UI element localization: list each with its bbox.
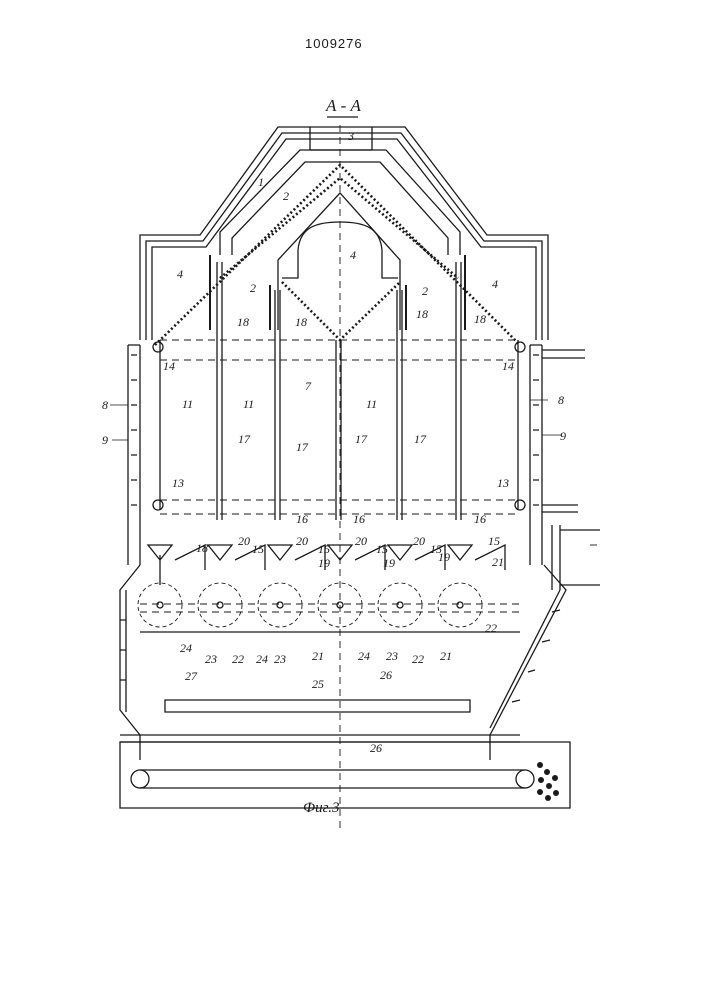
callout-label: 24 [358,649,370,663]
callout-label: 21 [440,649,452,663]
dashed-guides [140,125,600,830]
callout-label: 4 [492,277,498,291]
callout-label: 23 [386,649,398,663]
side-walls [160,340,518,510]
callout-label: 18 [474,312,486,326]
right-pipe-upper [542,350,585,358]
callout-label: 17 [414,432,427,446]
conveyor-belt [140,770,525,788]
callout-label: 9 [102,433,108,447]
callout-label: 26 [380,668,392,682]
callout-label: 11 [182,397,193,411]
callout-label: 18 [196,541,208,555]
callout-label: 19 [318,556,330,570]
hinge-13-left [153,342,163,352]
callout-label: 21 [492,555,504,569]
callout-label: 16 [296,512,308,526]
callout-label: 2 [283,189,289,203]
callout-label: 17 [296,440,309,454]
callout-label: 11 [243,397,254,411]
collected-granules [537,762,559,801]
callout-label: 17 [238,432,251,446]
callout-label: 25 [312,677,324,691]
callout-label: 15 [488,534,500,548]
callout-label: 1 [258,175,264,189]
hinge-13-right [515,342,525,352]
callout-label: 18 [295,315,307,329]
collector-plate [165,700,470,712]
callout-label: 22 [232,652,244,666]
callout-label: 2 [250,281,256,295]
callout-label: 11 [366,397,377,411]
callout-label: 20 [296,534,308,548]
callout-label: 18 [416,307,428,321]
callout-label: 13 [172,476,184,490]
callout-label: 16 [474,512,486,526]
conveyor-drum-left [131,770,149,788]
outer-housing [140,127,548,340]
hinge-12-right [515,500,525,510]
leader-lines-left [110,405,128,440]
callout-label: 15 [376,542,388,556]
rotary-feeders [138,583,482,627]
callout-label: 3 [347,129,354,143]
partition-5 [456,262,461,520]
callout-label: 8 [102,398,108,412]
right-pipe-lower [542,505,578,512]
callout-label: 9 [560,429,566,443]
callout-label: 14 [163,359,175,373]
callout-label: 22 [485,621,497,635]
conveyor-housing [120,742,570,808]
callout-label: 23 [274,652,286,666]
callout-label: 13 [497,476,509,490]
callout-label: 18 [237,315,249,329]
callout-label: 24 [256,652,268,666]
callout-label: 15 [318,542,330,556]
callout-label: 8 [558,393,564,407]
callout-label: 24 [180,641,192,655]
callout-label: 19 [383,556,395,570]
callout-label: 4 [177,267,183,281]
callout-label: 20 [355,534,367,548]
callout-label: 15 [252,542,264,556]
callout-label: 21 [312,649,324,663]
frame-top [120,735,520,742]
callout-label: 26 [370,741,382,755]
callout-label: 4 [350,248,356,262]
callout-label: 17 [355,432,368,446]
callout-label: 27 [185,669,198,683]
callout-label: 7 [305,379,312,393]
right-panel-ribs [533,355,539,505]
callout-label: 2 [422,284,428,298]
callout-label: 14 [502,359,514,373]
callout-labels: 3 1 2 4 4 4 2 2 18 18 18 18 14 14 7 8 8 … [102,129,566,755]
conveyor-drum-right [516,770,534,788]
callout-label: 16 [353,512,365,526]
right-outlet-duct [552,525,600,590]
callout-label: 20 [238,534,250,548]
callout-label: 23 [205,652,217,666]
partition-1 [217,262,222,520]
frame-legs [140,735,490,760]
hopper-inner [126,590,560,728]
hinge-12-left [153,500,163,510]
left-panel-ribs [131,355,137,505]
callout-label: 22 [412,652,424,666]
feeder-hubs [157,602,463,608]
callout-label: 19 [438,550,450,564]
callout-label: 20 [413,534,425,548]
